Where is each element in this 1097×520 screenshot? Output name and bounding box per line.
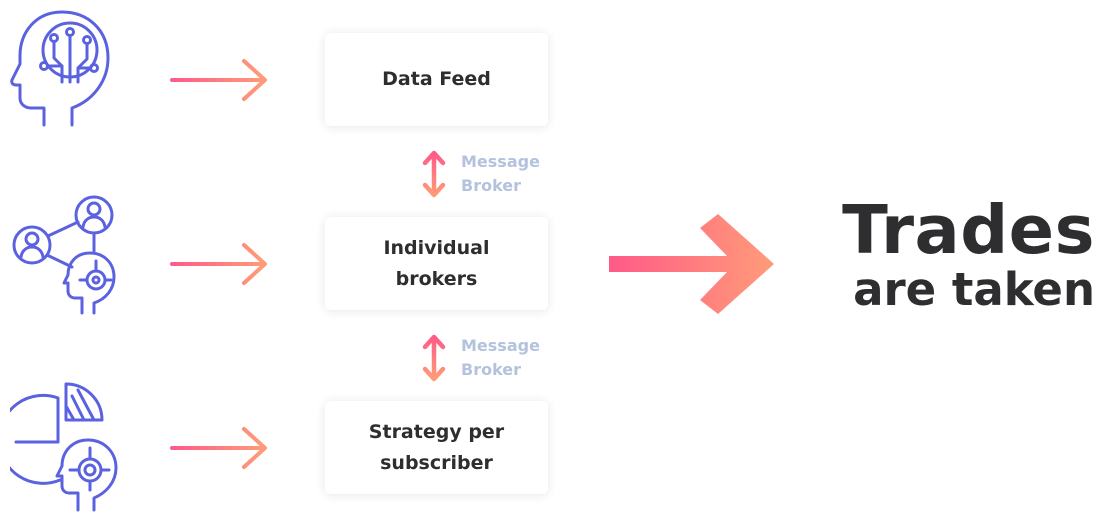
connector-label: Message Broker [461, 152, 540, 195]
stage-data-feed: Data Feed [325, 33, 548, 126]
ai-head-circuit-icon [10, 10, 110, 127]
bidirectional-arrow-icon [422, 150, 446, 198]
connector-label: Message Broker [461, 336, 540, 379]
result-subtitle: are taken [853, 263, 1095, 316]
flow-arrow-3 [170, 427, 267, 469]
stage-individual-brokers: Individual brokers [325, 217, 548, 310]
stage-label: Data Feed [382, 68, 491, 90]
flow-arrow-1 [170, 59, 267, 101]
stage-label: Individual brokers [383, 236, 490, 290]
stage-label: Strategy per subscriber [368, 420, 505, 474]
people-network-ai-icon [12, 195, 116, 315]
stage-strategy: Strategy per subscriber [325, 401, 548, 494]
pie-chart-ai-head-icon [10, 382, 118, 512]
flow-arrow-2 [170, 243, 267, 285]
bidirectional-arrow-icon [422, 334, 446, 382]
big-result-arrow [609, 214, 774, 314]
result-title: Trades [842, 191, 1095, 269]
